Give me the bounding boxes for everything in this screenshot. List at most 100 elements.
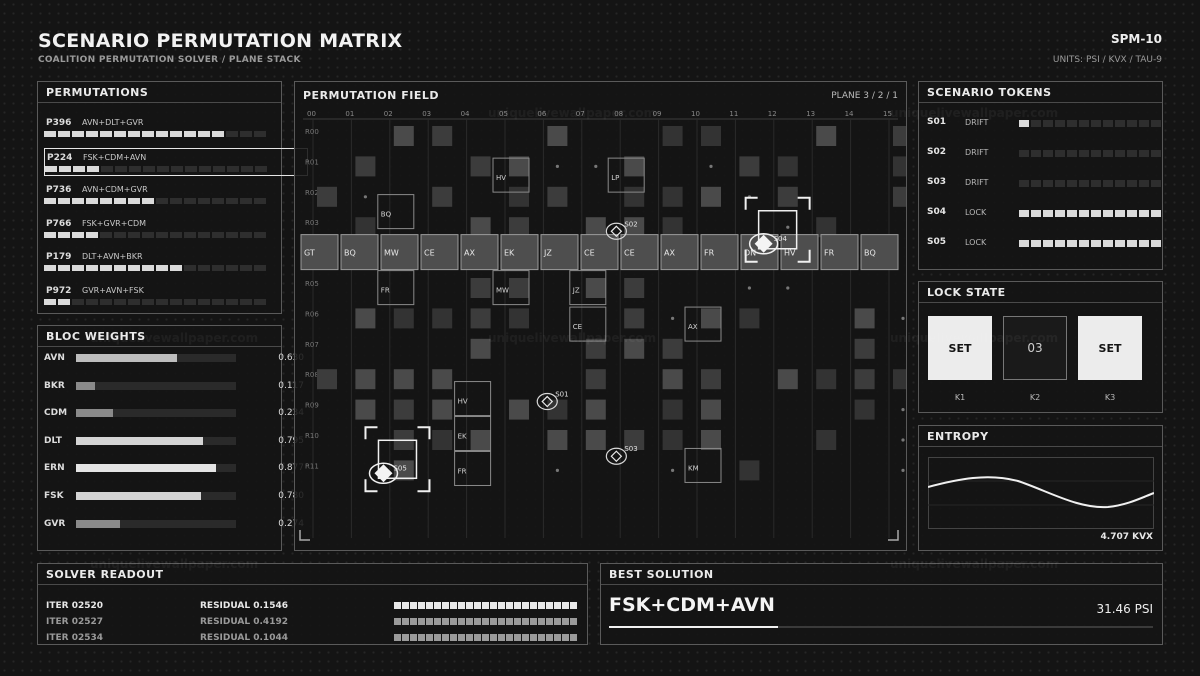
bar-segment xyxy=(442,634,449,641)
strip-cell[interactable] xyxy=(780,234,819,271)
tagged-cell[interactable] xyxy=(684,447,722,483)
bar-segment xyxy=(171,165,183,172)
strip-cell[interactable] xyxy=(300,234,339,271)
target-bracket xyxy=(744,196,758,210)
bloc-label: GVR xyxy=(44,518,66,529)
bar-segment xyxy=(1055,210,1065,217)
strip-cell[interactable] xyxy=(340,234,379,271)
field-cell xyxy=(662,430,683,450)
strip-cell[interactable] xyxy=(820,234,859,271)
tagged-cell[interactable] xyxy=(377,270,415,306)
target-bracket xyxy=(364,426,378,440)
target-bracket xyxy=(797,196,811,210)
bloc-weight-track xyxy=(76,464,236,473)
diamond-marker-icon[interactable] xyxy=(610,450,623,463)
panel-divider xyxy=(38,346,281,347)
strip-cell[interactable] xyxy=(380,234,419,271)
bar-segment xyxy=(240,231,252,238)
tagged-cell[interactable] xyxy=(377,194,415,230)
tagged-cell[interactable] xyxy=(569,306,607,342)
strip-cell[interactable] xyxy=(420,234,459,271)
target-bracket xyxy=(417,479,431,493)
bar-segment xyxy=(1151,180,1161,187)
diamond-marker-icon[interactable] xyxy=(541,395,554,408)
lock-box-k3[interactable]: SET xyxy=(1078,316,1142,380)
diamond-marker-icon[interactable] xyxy=(374,464,393,483)
strip-cell[interactable] xyxy=(580,234,619,271)
diamond-marker-icon[interactable] xyxy=(610,225,623,238)
plane-indicator: PLANE 3 / 2 / 1 xyxy=(831,91,898,101)
field-cell xyxy=(547,186,568,207)
system-code: SPM-10 xyxy=(1110,32,1162,46)
strip-cell[interactable] xyxy=(860,234,899,271)
bloc-value: 0.234 xyxy=(278,408,304,419)
bar-segment xyxy=(1151,240,1161,247)
tagged-cell[interactable] xyxy=(454,381,492,417)
permutation-bar xyxy=(45,165,267,172)
field-cell xyxy=(739,308,760,329)
tagged-cell[interactable] xyxy=(454,450,492,486)
strip-cell-label: MW xyxy=(384,249,399,258)
strip-cell[interactable] xyxy=(540,234,579,271)
target-bracket xyxy=(744,249,758,263)
bar-segment xyxy=(114,298,126,305)
bar-segment xyxy=(142,198,154,204)
strip-cell[interactable] xyxy=(700,234,739,271)
tagged-cell[interactable] xyxy=(684,306,722,342)
bar-segment xyxy=(410,602,417,609)
lock-box-k1[interactable]: SET xyxy=(928,316,992,380)
bar-segment xyxy=(240,265,252,271)
row-label: R08 xyxy=(305,371,319,379)
diamond-marker-icon[interactable] xyxy=(754,234,773,253)
bar-segment xyxy=(240,298,252,305)
tagged-cell[interactable] xyxy=(454,416,492,452)
field-dot xyxy=(671,316,675,320)
strip-cell[interactable] xyxy=(620,234,659,271)
field-cell xyxy=(662,126,683,146)
bar-segment xyxy=(101,165,113,172)
strip-cell[interactable] xyxy=(660,234,699,271)
field-cell xyxy=(893,126,906,146)
lock-box-k2[interactable]: 03 xyxy=(1003,316,1067,380)
best-solution-panel: BEST SOLUTION FSK+CDM+AVN 31.46 PSI xyxy=(600,563,1163,645)
lock-box-label: K1 xyxy=(954,393,966,402)
strip-cell[interactable] xyxy=(500,234,539,271)
column-label: 07 xyxy=(576,110,585,118)
iteration-residual: RESIDUAL 0.1044 xyxy=(200,633,288,643)
tagged-cell[interactable] xyxy=(492,270,530,306)
field-cell xyxy=(701,430,721,450)
row-label: R03 xyxy=(305,219,319,227)
bar-segment xyxy=(1067,180,1077,187)
bar-segment xyxy=(254,298,266,305)
bar-segment xyxy=(128,231,140,238)
tagged-cell[interactable] xyxy=(492,157,530,193)
bar-segment xyxy=(1079,210,1089,217)
bar-segment xyxy=(1127,150,1137,157)
field-cell xyxy=(624,186,645,207)
bar-segment xyxy=(254,198,266,204)
field-cell xyxy=(317,369,337,390)
field-cell xyxy=(355,369,376,390)
permutation-id: P736 xyxy=(46,185,72,195)
bar-segment xyxy=(1103,240,1113,247)
strip-cell[interactable] xyxy=(460,234,499,271)
bar-segment xyxy=(466,634,473,641)
permutation-id: P766 xyxy=(46,218,72,229)
bar-segment xyxy=(100,265,112,271)
tagged-cell[interactable] xyxy=(607,157,645,193)
target-box xyxy=(757,210,798,250)
tagged-cell[interactable] xyxy=(569,270,607,306)
bar-segment xyxy=(450,618,457,625)
